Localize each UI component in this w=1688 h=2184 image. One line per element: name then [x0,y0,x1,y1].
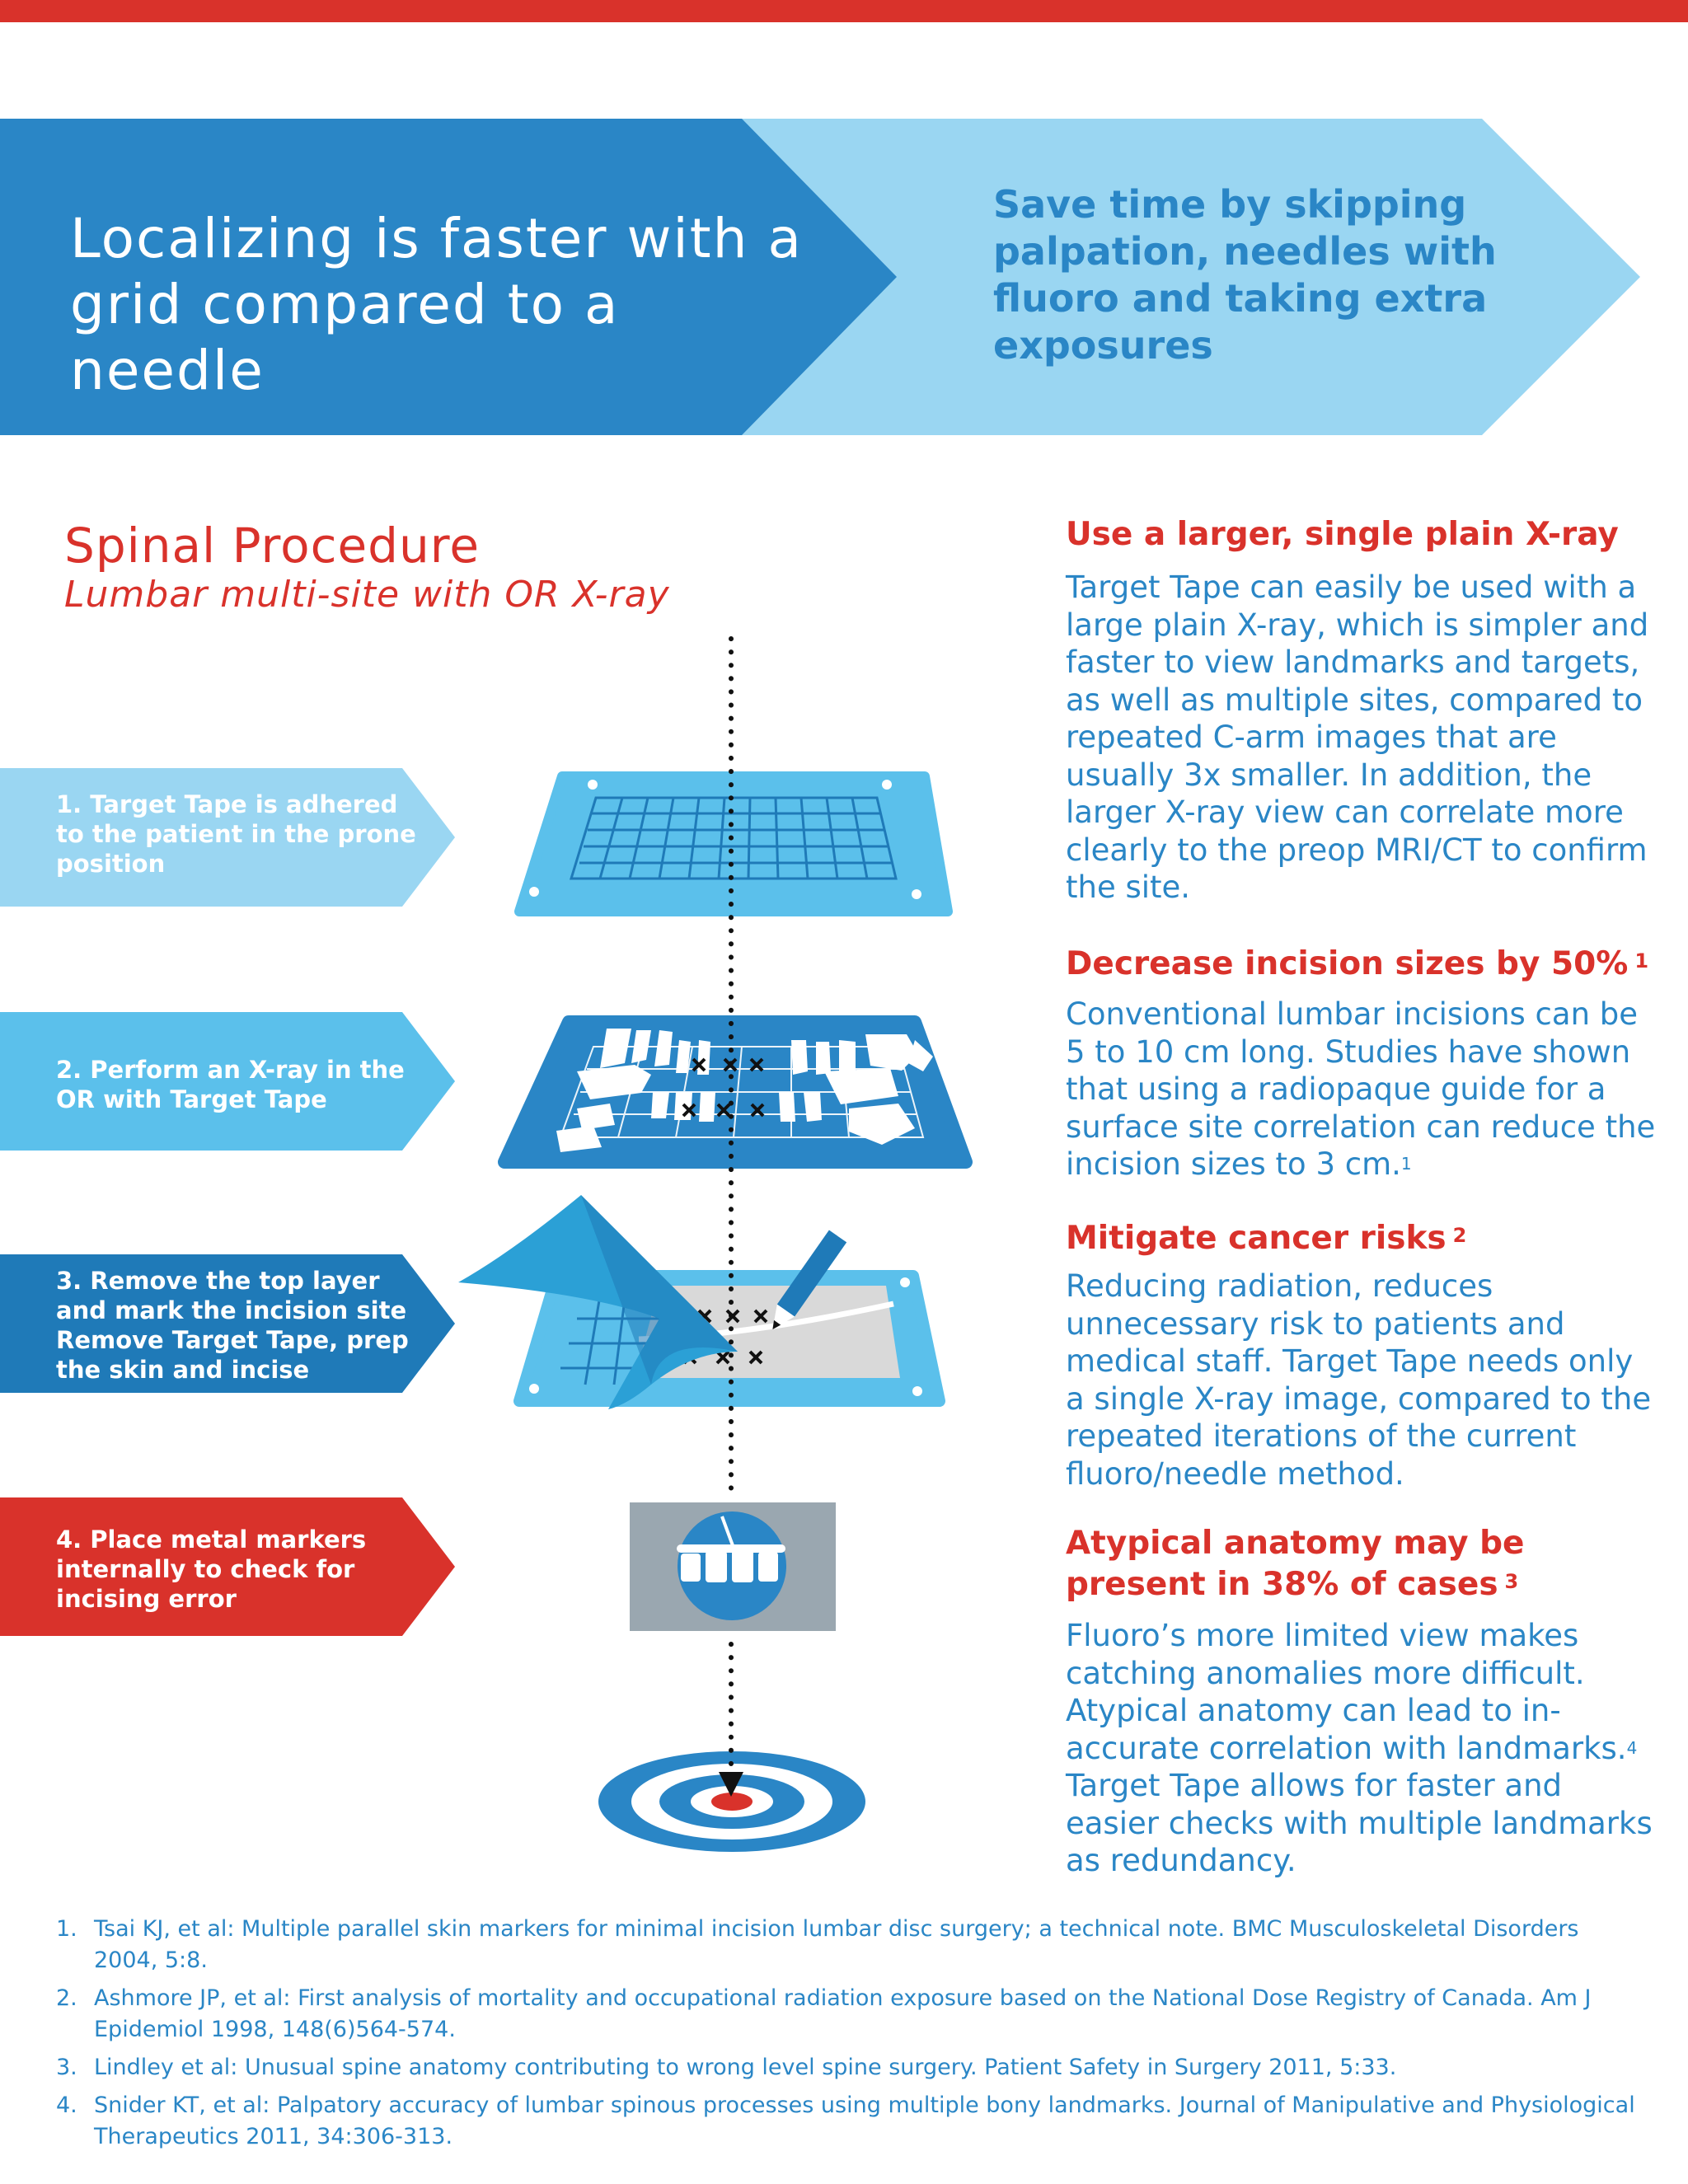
step-4-arrow [0,1497,455,1636]
step-3-label: 3. Remove the top layer and mark the inc… [56,1267,409,1384]
banner-title: Localizing is faster with a grid compare… [70,207,803,402]
benefit-2-title: Decrease incision sizes by 50%1 [1066,945,1649,982]
procedure-title: Spinal Procedure [64,518,481,574]
reference-item: 4.Snider KT, et al: Palpatory accuracy o… [56,2093,1635,2149]
benefit-4-title: Atypical anatomy may be present in 38% o… [1066,1525,1525,1603]
step-1-label: 1. Target Tape is adhered to the patient… [56,790,416,878]
benefit-2-ref: 1 [1634,949,1649,972]
top-accent-bar [0,0,1688,22]
benefit-2-body: Conventional lumbar incisions can be 5 t… [1066,996,1656,1182]
step-2-label: 2. Perform an X-ray in the OR with Targe… [56,1056,405,1113]
references-list: 1.Tsai KJ, et al: Multiple parallel skin… [56,1914,1647,2159]
vertebrae-marker-icon [630,1502,836,1631]
benefit-4-body: Fluoro’s more limited view makes catchin… [1066,1618,1653,1878]
reference-item: 1.Tsai KJ, et al: Multiple parallel skin… [56,1916,1579,1973]
benefit-1-title: Use a larger, single plain X-ray [1066,516,1619,553]
peel-and-mark-icon [458,1195,945,1409]
xray-spine-icon [498,1015,973,1169]
banner-arrows [0,119,1640,435]
step-4-label: 4. Place metal markers internally to che… [56,1526,367,1613]
benefit-4-body-ref: 4 [1626,1737,1638,1758]
step-1-arrow [0,768,455,907]
benefit-2-body-ref: 1 [1400,1154,1412,1174]
step-arrows [0,768,455,1636]
target-arrowhead [719,1772,743,1797]
grid-tape-icon [514,771,953,916]
procedure-illustrations [458,636,973,1852]
benefit-1-body: Target Tape can easily be used with a la… [1066,569,1649,905]
dotted-path [719,636,743,1797]
benefit-3-ref: 2 [1452,1224,1467,1247]
benefit-3-body: Reducing radiation, reduces unnecessary … [1066,1268,1652,1492]
banner-arrow-dark [0,119,897,435]
benefit-4-ref: 3 [1504,1570,1519,1593]
banner-arrow-light [676,119,1640,435]
reference-item: 3.Lindley et al: Unusual spine anatomy c… [56,2055,1397,2080]
step-3-arrow [0,1254,455,1393]
target-bullseye-icon [598,1751,865,1852]
procedure-subtitle: Lumbar multi-site with OR X-ray [64,574,670,616]
reference-item: 2.Ashmore JP, et al: First analysis of m… [56,1985,1592,2042]
step-2-arrow [0,1012,455,1151]
banner-subtitle: Save time by skipping palpation, needles… [993,182,1497,368]
